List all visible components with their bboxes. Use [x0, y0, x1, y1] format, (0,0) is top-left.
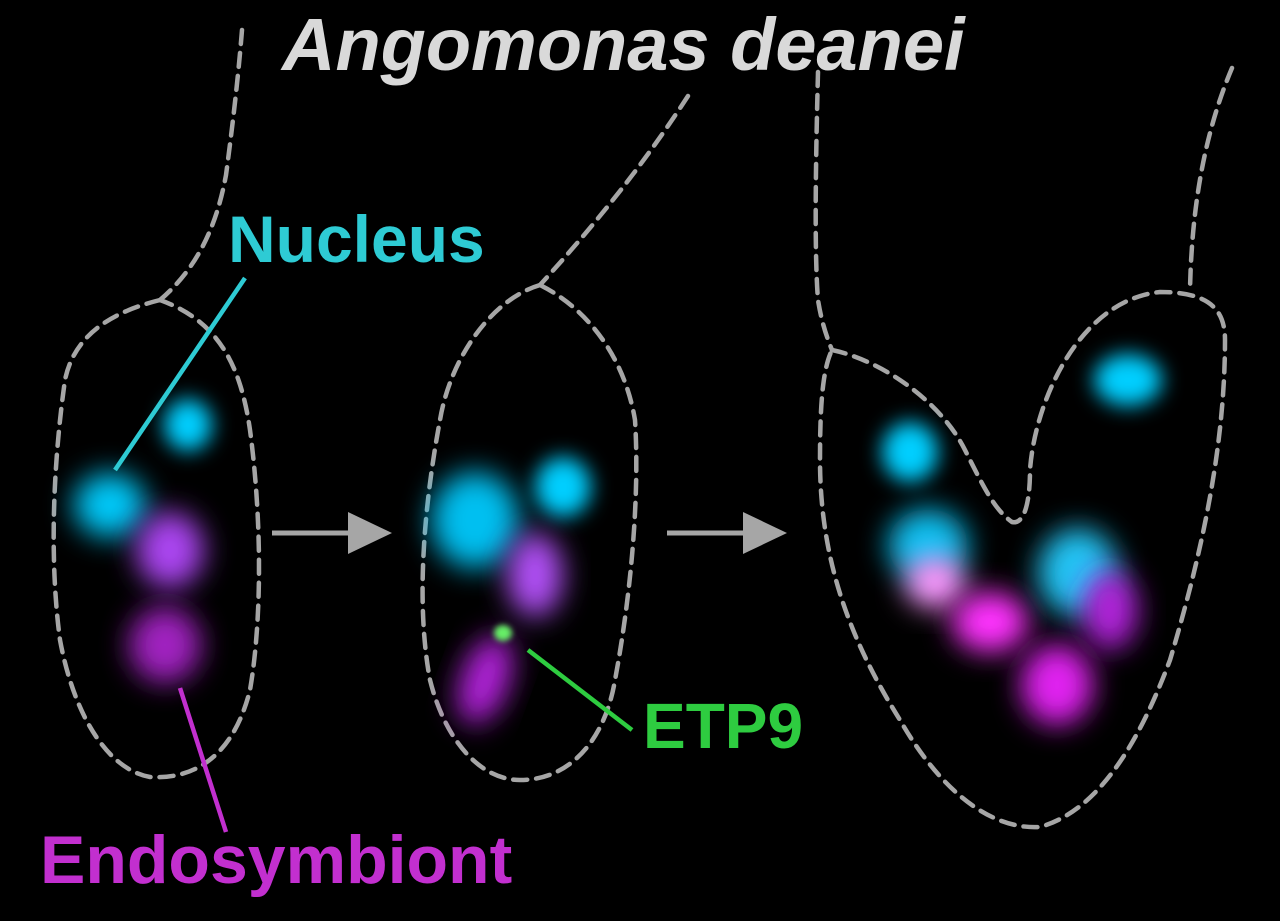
etp9-leader-line — [526, 648, 634, 732]
etp9-label: ETP9 — [643, 690, 804, 762]
endosymbiont-leader-line — [177, 687, 229, 833]
cell-stage-1 — [51, 27, 262, 780]
cell-2-body-outline — [420, 282, 639, 783]
cell-stage-3 — [813, 65, 1235, 830]
figure-title: Angomonas deanei — [282, 3, 965, 86]
etp9-focus — [494, 625, 512, 641]
arrow-icon — [272, 512, 392, 554]
cell-2-flagellum-outline — [537, 93, 691, 288]
cell-1-fluorescence — [74, 399, 212, 683]
nucleus-leader-line — [113, 276, 247, 472]
cell-1-body-outline — [51, 297, 262, 780]
arrow-icon — [667, 512, 787, 554]
cell-1-flagellum-outline — [157, 27, 245, 303]
cell-3-flagellum-right-outline — [1187, 65, 1235, 293]
cell-3-body-outline — [817, 289, 1228, 830]
cell-3-flagellum-left-outline — [813, 69, 835, 353]
cell-2-fluorescence — [431, 457, 591, 724]
cell-3-fluorescence — [882, 354, 1162, 725]
cell-stage-2 — [420, 93, 691, 783]
endosymbiont-label: Endosymbiont — [40, 822, 513, 898]
nucleus-label: Nucleus — [228, 202, 485, 276]
